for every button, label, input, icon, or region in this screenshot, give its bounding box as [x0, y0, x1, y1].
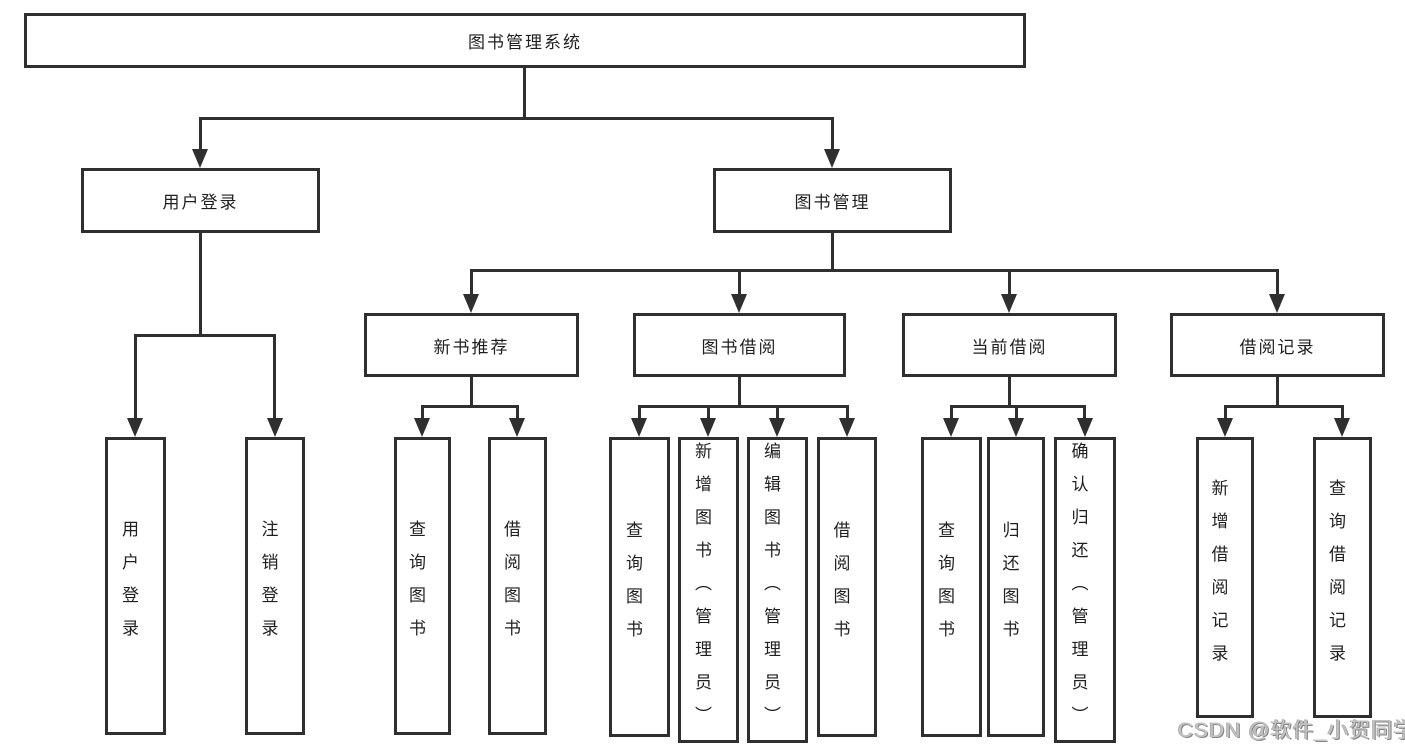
arrowhead-icon: [731, 294, 747, 313]
leaf-add-book-admin: 新增图书（管理员）: [678, 437, 739, 743]
connector-line: [638, 405, 641, 420]
arrowhead-icon: [127, 418, 143, 437]
connector-line: [516, 405, 519, 420]
connector-line: [1341, 405, 1344, 420]
leaf-query-book-current: 查询图书: [921, 437, 982, 737]
connector-line: [523, 67, 526, 119]
node-borrow-record: 借阅记录: [1170, 313, 1385, 377]
leaf-edit-book-admin: 编辑图书（管理员）: [747, 437, 808, 743]
leaf-user-login: 用户登录: [105, 437, 166, 735]
connector-line: [738, 269, 741, 296]
connector-line: [638, 405, 849, 408]
arrowhead-icon: [463, 294, 479, 313]
arrowhead-icon: [1334, 418, 1350, 437]
connector-line: [738, 376, 741, 407]
connector-line: [776, 405, 779, 420]
arrowhead-icon: [267, 418, 283, 437]
connector-line: [199, 117, 834, 120]
connector-line: [421, 405, 519, 408]
connector-line: [1224, 405, 1344, 408]
arrowhead-icon: [414, 418, 430, 437]
connector-line: [134, 334, 137, 420]
connector-line: [470, 269, 1279, 272]
arrowhead-icon: [509, 418, 525, 437]
connector-line: [421, 405, 424, 420]
leaf-borrow-book-recommend: 借阅图书: [488, 437, 547, 735]
leaf-confirm-return-admin: 确认归还（管理员）: [1054, 437, 1116, 743]
connector-line: [707, 405, 710, 420]
connector-line: [831, 232, 834, 272]
arrowhead-icon: [943, 418, 959, 437]
connector-line: [950, 405, 953, 420]
connector-line: [134, 334, 276, 337]
arrowhead-icon: [192, 149, 208, 168]
connector-line: [199, 232, 202, 336]
connector-line: [846, 405, 849, 420]
leaf-query-borrow-record: 查询借阅记录: [1313, 437, 1372, 718]
arrowhead-icon: [769, 418, 785, 437]
node-book-management: 图书管理: [713, 168, 952, 233]
leaf-query-book-borrow: 查询图书: [609, 437, 670, 737]
leaf-logout: 注销登录: [245, 437, 305, 735]
csdn-watermark: CSDN @软件_小贺同学: [1178, 719, 1405, 742]
arrowhead-icon: [1077, 418, 1093, 437]
node-book-borrow: 图书借阅: [633, 313, 846, 377]
node-root: 图书管理系统: [24, 13, 1026, 68]
arrowhead-icon: [631, 418, 647, 437]
leaf-query-book-recommend: 查询图书: [394, 437, 451, 735]
connector-line: [1224, 405, 1227, 420]
leaf-add-borrow-record: 新增借阅记录: [1196, 437, 1254, 718]
connector-line: [1276, 376, 1279, 407]
arrowhead-icon: [1217, 418, 1233, 437]
leaf-return-book: 归还图书: [987, 437, 1045, 737]
arrowhead-icon: [700, 418, 716, 437]
connector-line: [831, 117, 834, 151]
connector-line: [1008, 269, 1011, 296]
arrowhead-icon: [839, 418, 855, 437]
arrowhead-icon: [1008, 418, 1024, 437]
arrowhead-icon: [1269, 294, 1285, 313]
connector-line: [950, 405, 1086, 408]
arrowhead-icon: [824, 149, 840, 168]
connector-line: [199, 117, 202, 151]
connector-line: [470, 376, 473, 407]
connector-line: [1015, 405, 1018, 420]
connector-line: [1083, 405, 1086, 420]
connector-line: [1276, 269, 1279, 296]
node-user-login: 用户登录: [81, 168, 320, 233]
node-current-borrow: 当前借阅: [902, 313, 1117, 377]
connector-line: [470, 269, 473, 296]
connector-line: [273, 334, 276, 420]
arrowhead-icon: [1001, 294, 1017, 313]
leaf-borrow-book: 借阅图书: [817, 437, 877, 737]
node-new-book-recommend: 新书推荐: [364, 313, 579, 377]
connector-line: [1008, 376, 1011, 407]
